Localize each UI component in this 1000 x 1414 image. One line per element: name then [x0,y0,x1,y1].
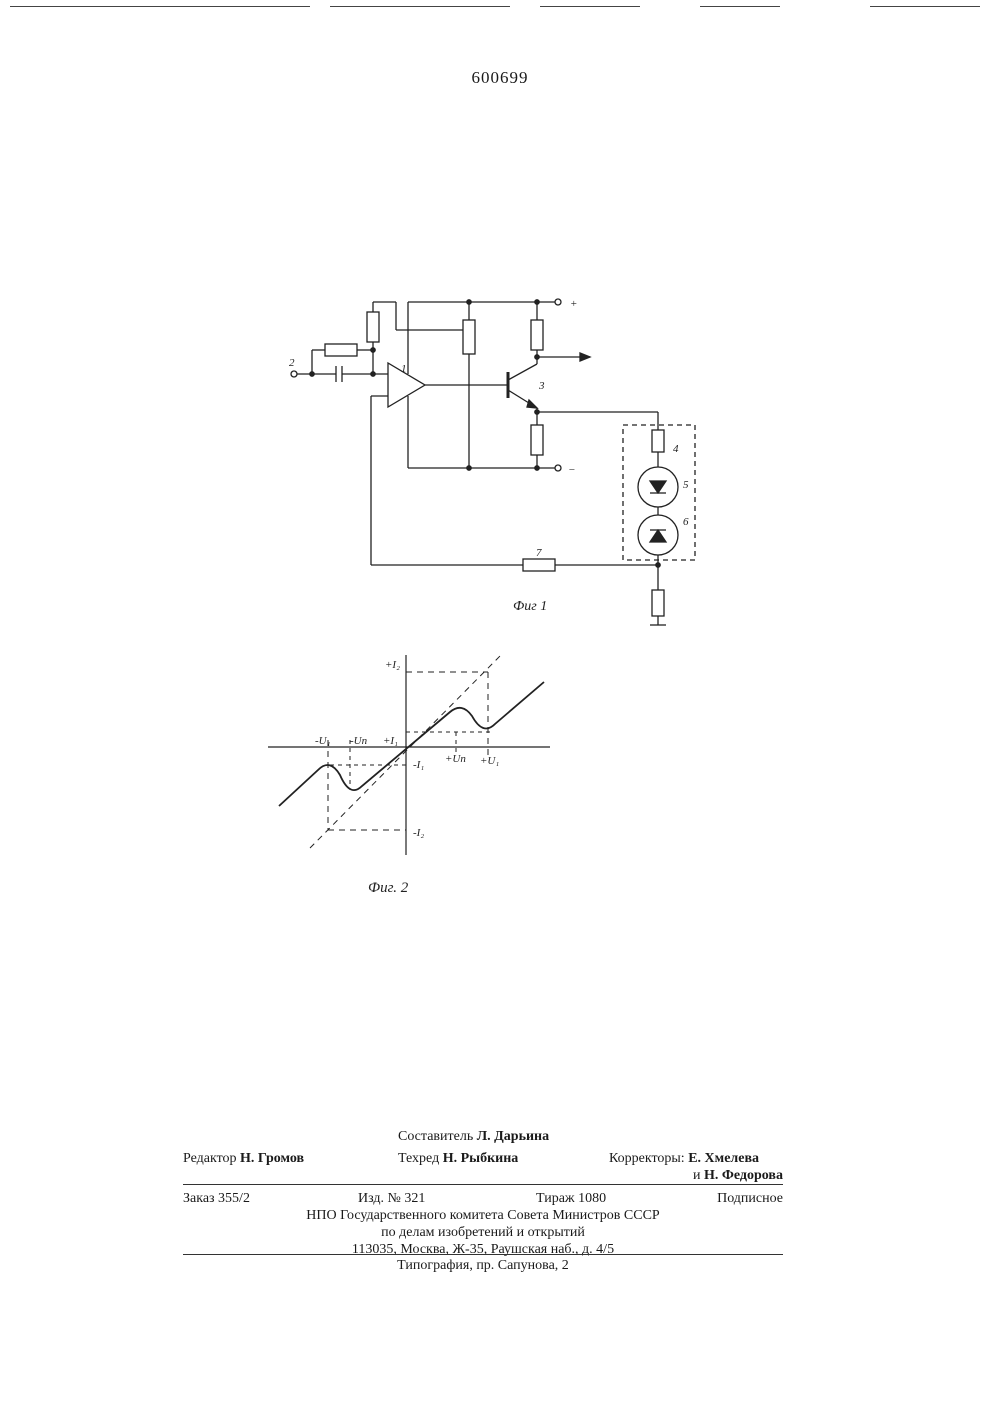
print-run: Тираж 1080 [536,1190,606,1207]
label-plus-un: +Uп [445,753,466,765]
divider [183,1184,783,1185]
label-transistor: 3 [538,380,545,392]
org-line-2: по делам изобретений и открытий [183,1224,783,1241]
label-plus-i2: +I₂ [385,659,400,671]
techred-line: Техред Н. Рыбкина [398,1150,518,1167]
label-r4: 4 [673,443,679,455]
label-plus-i1: +I₁ [383,735,398,747]
corrector-2-line: и Н. Федорова [693,1167,783,1184]
label-minus: − [568,464,575,476]
subscription: Подписное [717,1190,783,1207]
label-led5: 5 [683,479,689,491]
corrector-2: Н. Федорова [704,1168,783,1183]
editor-line: Редактор Н. Громов [183,1150,304,1167]
order-line: Заказ 355/2 Изд. № 321 Тираж 1080 Подпис… [183,1190,783,1207]
org-line-3: 113035, Москва, Ж-35, Раушская наб., д. … [183,1241,783,1258]
compiler-line: Составитель Л. Дарьина [398,1128,549,1145]
label-minus-un: -Uп [350,735,368,747]
figure-2-graph [268,655,550,855]
editor-name: Н. Громов [240,1151,304,1166]
figure-2-labels: +I₂ -I₂ +I₁ -I₁ -U₁ -Uп +Uп +U₁ Фиг. 2 [315,659,499,896]
printing-house: Типография, пр. Сапунова, 2 [183,1257,783,1274]
compiler-name: Л. Дарьина [477,1129,549,1144]
label-r7: 7 [536,547,542,559]
editor-label: Редактор [183,1151,237,1166]
figure-1-caption: Фиг 1 [513,599,547,614]
correctors-line: Корректоры: Е. Хмелева [609,1150,759,1167]
figure-1-circuit [291,299,695,625]
label-plus: + [570,298,577,310]
figure-2-caption: Фиг. 2 [368,880,409,896]
order: Заказ 355/2 [183,1190,250,1207]
corrector-2-prefix: и [693,1168,701,1183]
compiler-label: Составитель [398,1129,473,1144]
corrector-1: Е. Хмелева [688,1151,759,1166]
divider [183,1254,783,1255]
correctors-label: Корректоры: [609,1151,685,1166]
publication-block: Заказ 355/2 Изд. № 321 Тираж 1080 Подпис… [183,1190,783,1258]
techred-label: Техред [398,1151,439,1166]
label-minus-i2: -I₂ [413,827,424,839]
org-line-1: НПО Государственного комитета Совета Мин… [183,1207,783,1224]
techred-name: Н. Рыбкина [443,1151,519,1166]
label-plus-u1: +U₁ [480,755,499,767]
label-minus-u1: -U₁ [315,735,331,747]
label-opamp: 1 [401,363,407,375]
label-input: 2 [289,357,295,369]
edition: Изд. № 321 [358,1190,425,1207]
figures: 2 1 3 + − 4 5 6 7 Фиг 1 +I₂ -I₂ +I₁ -I₁ … [0,0,1000,1000]
label-diode6: 6 [683,516,689,528]
label-minus-i1: -I₁ [413,759,424,771]
